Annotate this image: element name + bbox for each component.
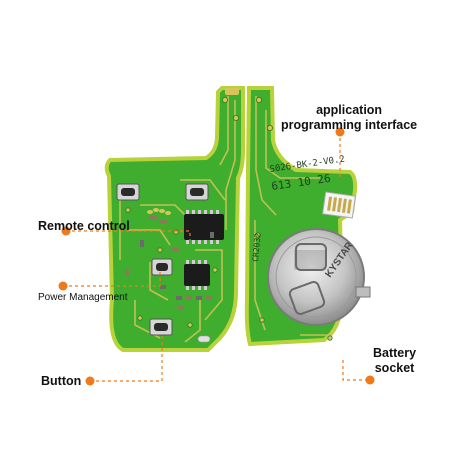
battery-socket-label: Battery socket	[373, 346, 416, 376]
left-traces	[119, 96, 236, 343]
left-vias	[125, 97, 239, 328]
battery-type-print: CR2032	[251, 232, 263, 262]
battery-socket	[267, 228, 371, 326]
callout-dot-battery	[365, 375, 375, 385]
programming-connector	[322, 191, 356, 219]
right-vias	[255, 97, 333, 341]
power-management-label: Power Management	[38, 292, 128, 303]
callout-dot-power	[58, 281, 68, 291]
callout-lines	[63, 132, 370, 382]
callout-line-battery	[342, 360, 370, 381]
callout-line-power	[63, 272, 161, 287]
top-left-button	[116, 183, 140, 201]
callout-dots	[58, 127, 375, 386]
smd-components	[125, 215, 214, 310]
bottom-button	[149, 318, 173, 336]
antenna-pads	[147, 208, 171, 215]
power-management-chip	[184, 260, 210, 290]
top-pad	[225, 88, 239, 95]
callout-dot-remote	[61, 226, 71, 236]
contact-pad	[197, 335, 211, 343]
remote-control-chip	[184, 210, 224, 244]
callout-line-button	[90, 334, 163, 382]
button-label: Button	[41, 374, 82, 388]
battery-label-line2: socket	[374, 361, 415, 375]
left-pcb-board	[104, 86, 245, 352]
middle-button	[151, 258, 173, 276]
callout-dot-app	[335, 127, 345, 137]
callout-dot-button	[85, 376, 95, 386]
remote-control-label: Remote control	[38, 219, 130, 233]
right-pcb-board: S026-BK-2-V0.2 613 10 26 CR2032 KYSTAR	[244, 86, 371, 347]
application-label-line1: application	[316, 103, 383, 117]
application-programming-interface-label: application programming interface	[281, 103, 417, 133]
battery-label-line1: Battery	[373, 346, 417, 360]
top-right-button	[185, 183, 209, 201]
application-label-line2: programming interface	[281, 118, 418, 132]
